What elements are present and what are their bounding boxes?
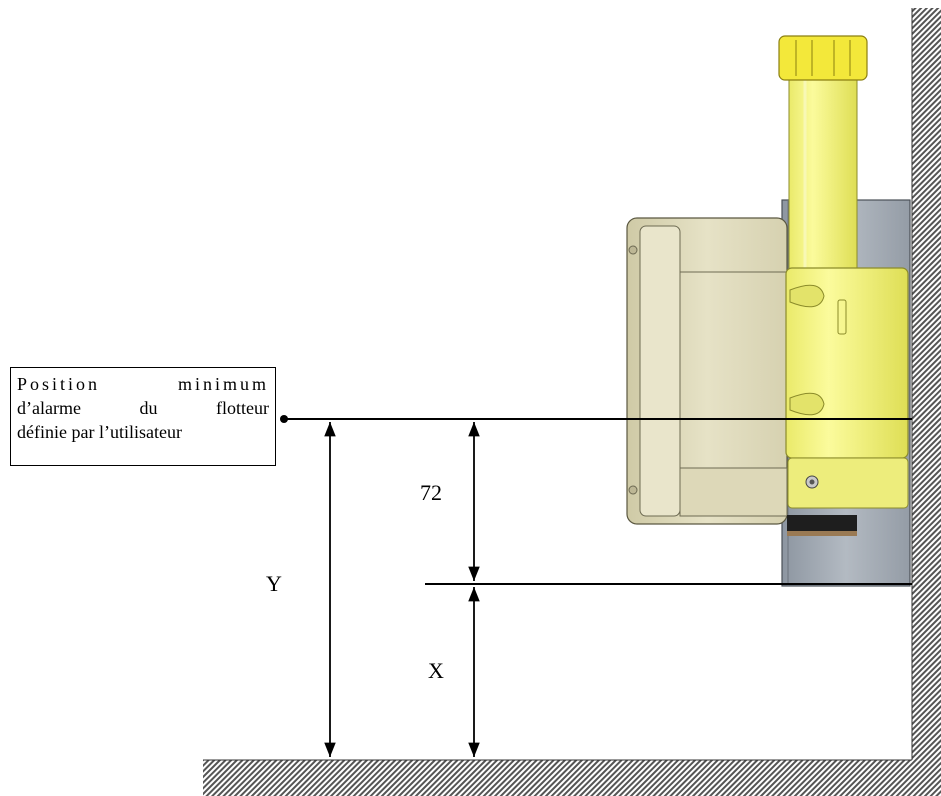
alarm-position-callout: Position minimum d’alarme du flotteur dé…: [10, 367, 276, 466]
callout-line-1: Position minimum: [17, 372, 269, 396]
wall-hatch: [912, 8, 941, 764]
callout-word-minimum: minimum: [177, 374, 269, 394]
float-tube: [785, 77, 909, 536]
sensor-housing: [626, 217, 788, 525]
dimension-72-label: 72: [420, 480, 442, 505]
callout-line-2: d’alarme du flotteur: [17, 396, 269, 420]
alarm-level-dot: [280, 415, 288, 423]
callout-word-alarme: d’alarme: [17, 398, 81, 418]
callout-word-flotteur: flotteur: [216, 398, 269, 418]
dimension-x-label: X: [428, 658, 444, 683]
dimension-y-label: Y: [266, 571, 282, 596]
callout-word-position: Position: [17, 374, 101, 394]
tube-cap: [778, 35, 868, 81]
floor-hatch: [203, 760, 941, 796]
callout-line-3: définie par l’utilisateur: [17, 422, 182, 442]
callout-word-du: du: [139, 398, 158, 418]
